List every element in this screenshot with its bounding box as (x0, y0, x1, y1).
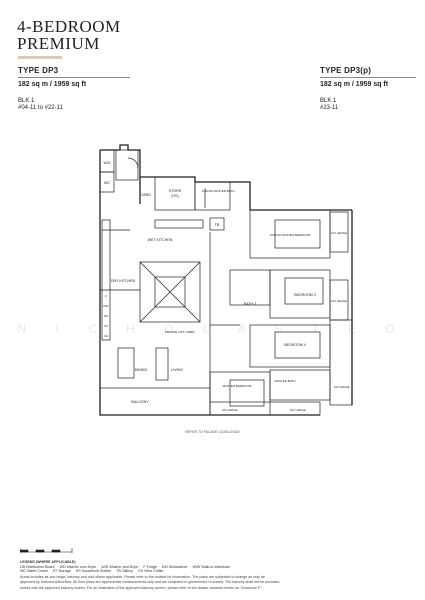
legend-item: DW Dishwasher (161, 564, 188, 569)
label-store-sub: (HS) (171, 194, 178, 198)
label-ds: DS (104, 314, 108, 318)
unit-type-left: TYPE DP3 182 sq m / 1959 sq ft BLK 1 #04… (18, 66, 130, 112)
label-wc: WC (104, 181, 110, 185)
legend-item: DB Distribution Board (20, 564, 55, 569)
label-dry-kitchen: DRY KITCHEN (111, 279, 136, 283)
label-master-bedroom: MASTER BEDROOM (223, 384, 252, 388)
legend-item: W/D Washer and Dryer (101, 564, 139, 569)
legend-item: WC Water Closet (20, 569, 48, 574)
label-rc-ledge-bottom-1: RC LEDGE (222, 408, 237, 412)
unit-block: BLK 1 (18, 98, 35, 104)
label-bedroom-3: BEDROOM 3 (294, 293, 316, 297)
label-ac-ledge-1: A/C LEDGE (331, 231, 347, 235)
scale-bar (20, 548, 73, 553)
legend-row-2: WC Water Closet ST Storage HS Household … (20, 569, 410, 574)
label-bedroom-4: BEDROOM 4 (284, 343, 306, 347)
unit-numbers: #23-11 (320, 105, 339, 111)
refer-note: REFER TO FACADE CATALOGUE (185, 430, 240, 434)
unit-area: 182 sq m / 1959 sq ft (18, 81, 87, 88)
label-store: STORE (169, 189, 182, 193)
label-master-bath: MASTER BATH (274, 379, 295, 383)
legend-item: CH Wine Chiller (138, 569, 164, 574)
label-balcony: BALCONY (131, 400, 149, 404)
legend-note-1: Areas includes air-con ledge, balcony an… (20, 574, 265, 579)
legend-title: LEGEND (WHERE APPLICABLE) (20, 560, 76, 564)
divider (18, 77, 130, 78)
label-ac-ledge-2: A/C LEDGE (331, 299, 347, 303)
unit-area: 182 sq m / 1959 sq ft (320, 81, 389, 88)
unit-numbers: #04-11 to #22-11 (18, 105, 63, 111)
label-st: ST (104, 324, 108, 328)
legend-item: ST Storage (52, 569, 71, 574)
label-dw: DW (104, 304, 109, 308)
label-wd: W/D (104, 161, 111, 165)
legend-row-1: DB Distribution Board WD Washer cum Drye… (20, 565, 410, 570)
watermark: N I C H O L A S T E O (17, 322, 408, 336)
legend-note-3: unless with the approved balcony screen.… (20, 585, 263, 590)
label-f: F (105, 294, 107, 298)
unit-block: BLK 1 (320, 98, 337, 104)
label-rc-ledge-right: RC LEDGE (334, 385, 349, 389)
label-ch: CH (104, 334, 108, 338)
title-accent-bar (18, 56, 62, 59)
floor-plan: WC W/D YARD STORE (HS) JUNIOR MASTER BAT… (99, 144, 353, 416)
label-bath-3: BATH 3 (244, 302, 256, 306)
label-rc-ledge-bottom-2: RC LEDGE (290, 408, 305, 412)
label-private-lift-lobby: PRIVATE LIFT LOBBY (165, 330, 195, 334)
legend: LEGEND (WHERE APPLICABLE) DB Distributio… (20, 560, 410, 591)
divider (320, 77, 416, 78)
unit-type-name: TYPE DP3 (18, 66, 59, 75)
label-junior-master-bath: JUNIOR MASTER BATH (201, 189, 234, 193)
label-dining: DINING (135, 368, 148, 372)
label-yard: YARD (141, 193, 151, 197)
legend-item: F Fridge (143, 564, 157, 569)
unit-type-name: TYPE DP3(p) (320, 66, 372, 75)
floorplan-title: 4-BEDROOM PREMIUM (17, 18, 121, 52)
legend-item: HS Household Shelter (75, 569, 112, 574)
legend-item: WD Washer cum Dryer (59, 564, 97, 569)
label-living: LIVING (171, 368, 183, 372)
label-tb: TB (215, 223, 220, 227)
label-wet-kitchen: WET KITCHEN (148, 238, 173, 242)
label-junior-master-bedroom: JUNIOR MASTER BEDROOM (270, 233, 311, 237)
legend-item: TB Tallboy (116, 569, 134, 574)
legend-note-2: approved by relevant authorities. All fl… (20, 580, 280, 585)
unit-type-right: TYPE DP3(p) 182 sq m / 1959 sq ft BLK 1 … (320, 66, 416, 112)
title-line-2: PREMIUM (17, 34, 100, 53)
title-line-1: 4-BEDROOM (17, 17, 121, 36)
legend-item: WIW Walk-in-Wardrobe (192, 564, 231, 569)
